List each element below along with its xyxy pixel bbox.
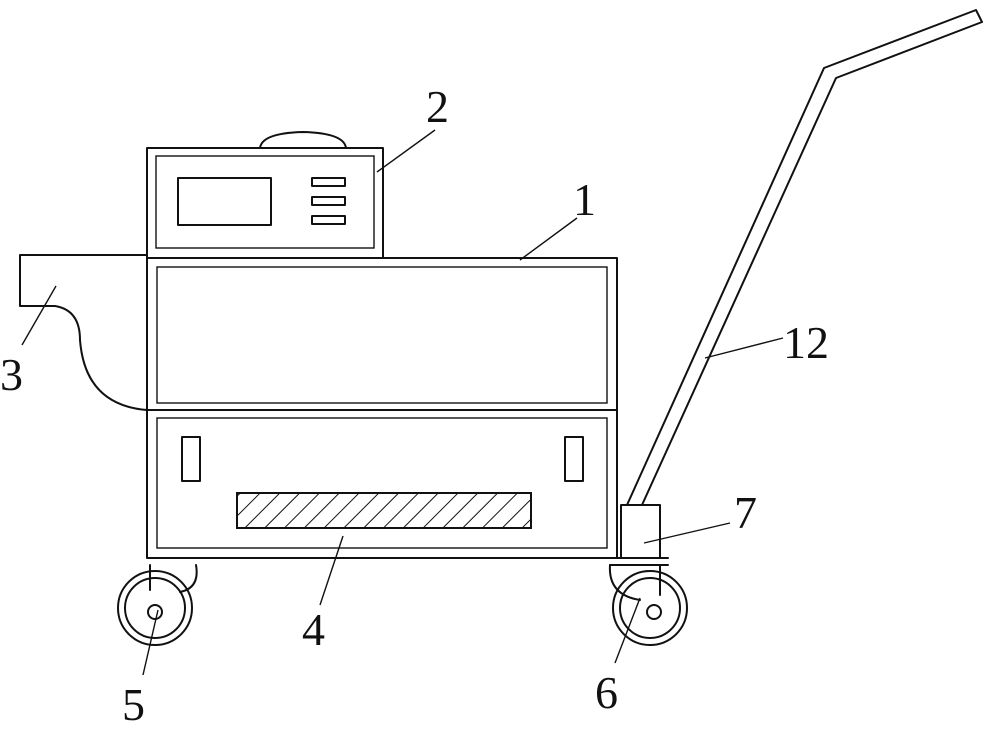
drawer-handle-right <box>564 436 584 482</box>
label-4: 4 <box>302 604 325 655</box>
control-box <box>146 131 384 259</box>
display-screen <box>177 177 272 226</box>
control-key-2 <box>311 196 346 206</box>
drawer-handle-left <box>181 436 201 482</box>
reference-numerals: 2 1 3 12 7 4 5 6 <box>0 81 829 730</box>
label-2: 2 <box>426 81 449 132</box>
main-body <box>146 257 618 559</box>
sleeve <box>609 504 669 566</box>
hatched-strip <box>236 492 532 529</box>
label-5: 5 <box>122 679 145 730</box>
label-6: 6 <box>595 667 618 718</box>
leader-lines <box>21 129 784 676</box>
label-7: 7 <box>734 487 757 538</box>
side-hopper <box>19 254 148 411</box>
handle <box>626 9 983 506</box>
control-key-1 <box>311 177 346 187</box>
front-wheel <box>117 564 198 646</box>
label-12: 12 <box>783 317 829 368</box>
control-key-3 <box>311 215 346 225</box>
rear-wheel <box>608 564 688 646</box>
label-3: 3 <box>0 349 23 400</box>
label-1: 1 <box>573 174 596 225</box>
